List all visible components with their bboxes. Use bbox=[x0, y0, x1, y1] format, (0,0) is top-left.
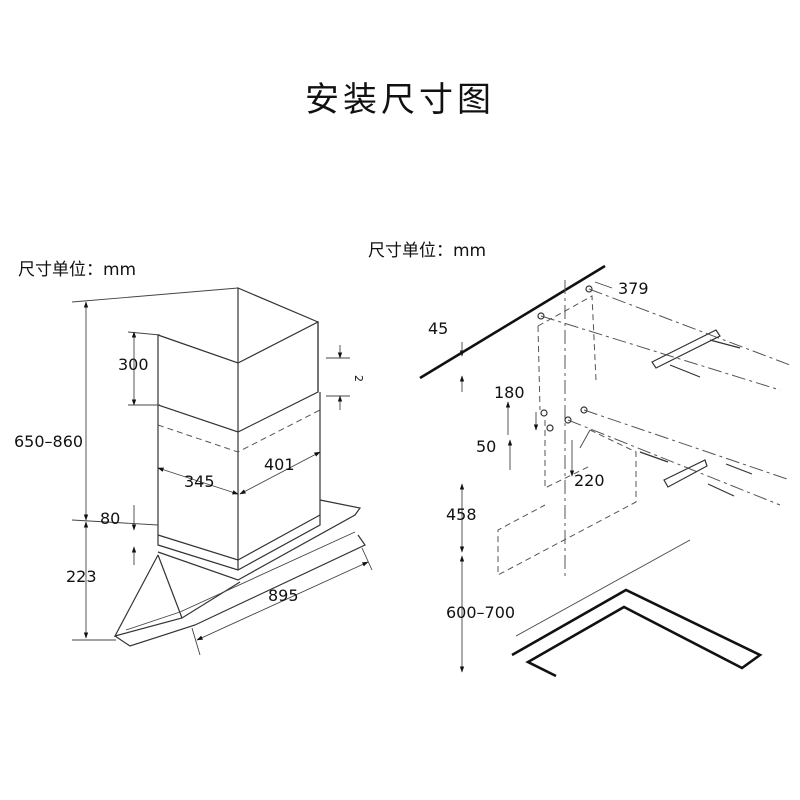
proj-line-4 bbox=[567, 419, 781, 506]
left-hood-drawing: 尺寸单位：mm 650–860 300 80 bbox=[14, 260, 373, 656]
canopy-band-bottom bbox=[157, 499, 362, 581]
dim-180: 180 bbox=[494, 383, 525, 402]
dim-458: 458 bbox=[446, 505, 477, 524]
ext-top bbox=[71, 287, 239, 303]
hole-mid-right bbox=[580, 406, 588, 414]
proj-line-3 bbox=[583, 409, 791, 481]
dim-600-700: 600–700 bbox=[446, 603, 515, 622]
hole-top-right bbox=[585, 285, 593, 293]
hole-top-left bbox=[537, 312, 545, 320]
ext-300-top bbox=[127, 331, 161, 336]
dim-401: 401 bbox=[264, 455, 295, 474]
screw-5 bbox=[707, 483, 735, 497]
glass-panel bbox=[113, 554, 241, 637]
hole-mid-left bbox=[540, 409, 548, 417]
right-unit-label: 尺寸单位：mm bbox=[368, 241, 486, 261]
dim-379: 379 bbox=[618, 279, 649, 298]
top-wall-bracket bbox=[651, 329, 721, 369]
dim-50: 50 bbox=[476, 437, 496, 456]
top-bracket-left bbox=[537, 325, 541, 411]
hood-bottom-inner bbox=[125, 531, 356, 631]
ext-895-right bbox=[361, 547, 373, 571]
cooktop-back bbox=[515, 539, 691, 637]
hood-bottom-edge bbox=[114, 534, 366, 647]
hole-mid-center bbox=[564, 416, 572, 424]
chimney-outline bbox=[544, 420, 591, 489]
screw-3 bbox=[639, 451, 669, 463]
proj-line-1 bbox=[588, 288, 791, 366]
hole-low-left bbox=[546, 424, 554, 432]
proj-line-2 bbox=[540, 315, 781, 391]
top-bracket-outline bbox=[537, 295, 597, 381]
dim-line-895 bbox=[196, 561, 369, 641]
ext-895-left bbox=[191, 627, 201, 656]
glass-panel-inner bbox=[157, 554, 183, 619]
page-title: 安装尺寸图 bbox=[305, 80, 495, 120]
dim-80: 80 bbox=[100, 509, 120, 528]
canopy-band-top bbox=[157, 514, 321, 561]
screw-4 bbox=[725, 463, 753, 475]
dim-line-379 bbox=[594, 281, 613, 289]
ceiling-line bbox=[419, 264, 606, 380]
chimney-back-panel bbox=[237, 287, 319, 363]
dim-220: 220 bbox=[574, 471, 605, 490]
ext-80-top bbox=[71, 519, 159, 526]
dim-650-860: 650–860 bbox=[14, 432, 83, 451]
lower-wall-bracket bbox=[663, 459, 708, 488]
screw-2 bbox=[669, 364, 701, 378]
right-mounting-drawing: 尺寸单位：mm bbox=[368, 241, 791, 678]
dim-345: 345 bbox=[184, 472, 215, 491]
dim-45: 45 bbox=[428, 319, 448, 338]
dim-line-220-b bbox=[579, 429, 591, 449]
screw-1 bbox=[709, 339, 741, 349]
left-unit-label: 尺寸单位：mm bbox=[18, 260, 136, 280]
dim-line-401 bbox=[239, 451, 321, 495]
hood-outline bbox=[497, 429, 637, 576]
cooktop bbox=[511, 588, 763, 678]
dim-300: 300 bbox=[118, 355, 149, 374]
dim-line-345 bbox=[157, 467, 239, 495]
chimney-lower bbox=[157, 392, 321, 571]
dim-895: 895 bbox=[268, 586, 299, 605]
dim-2: 2 bbox=[352, 375, 365, 382]
dim-223: 223 bbox=[66, 567, 97, 586]
chimney-overlap-line bbox=[157, 409, 321, 453]
